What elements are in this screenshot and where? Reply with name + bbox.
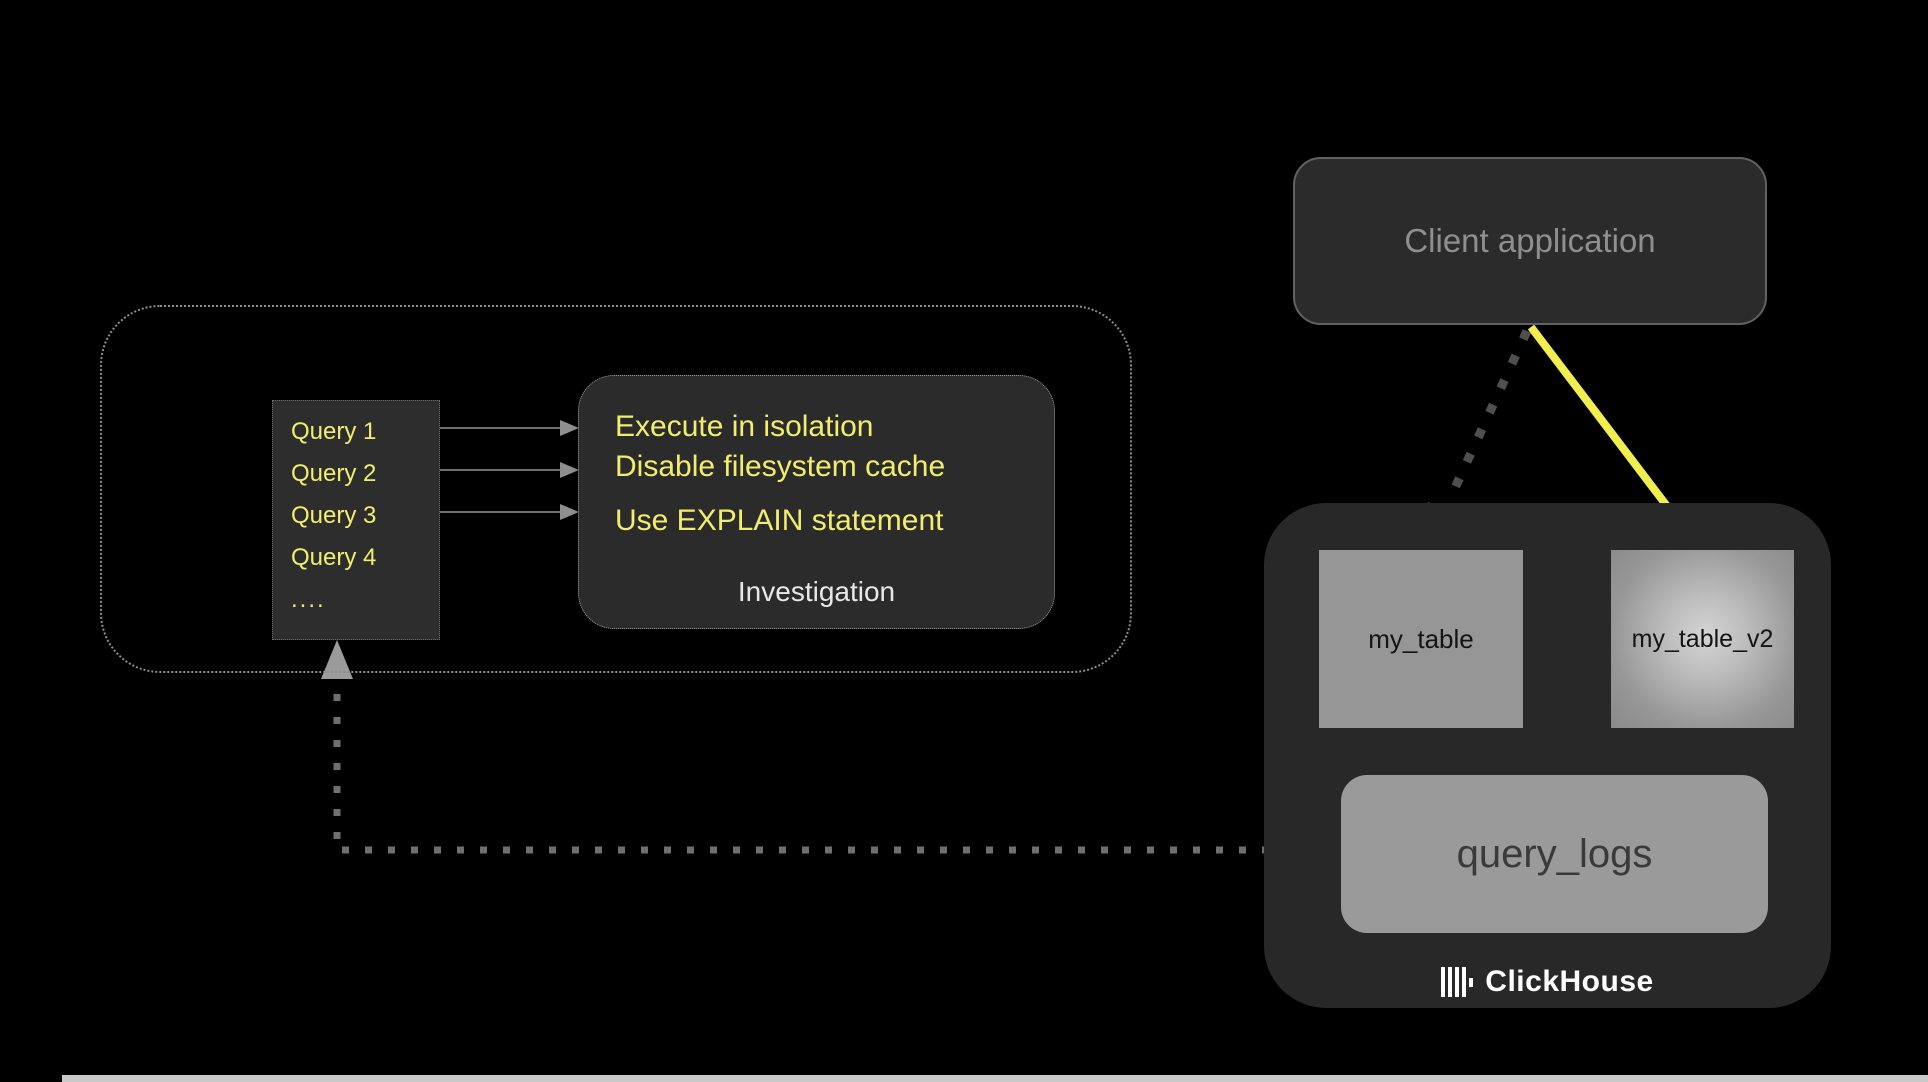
clickhouse-logo-bars-icon [1441, 967, 1476, 997]
table-name-label: my_table [1368, 623, 1474, 654]
investigation-group-outline [100, 305, 1132, 673]
query-list-item: Query 4 [291, 544, 377, 571]
query-list-item: Query 3 [291, 502, 377, 529]
table-my-table: my_table [1319, 550, 1523, 728]
clickhouse-logo: ClickHouse [1264, 962, 1831, 1002]
client-application-box: Client application [1293, 157, 1767, 325]
query-list-item: Query 1 [291, 418, 377, 445]
query-list-item: Query 2 [291, 460, 377, 487]
query-list-item-ellipsis: .... [291, 586, 326, 613]
investigation-box: Execute in isolation Disable filesystem … [578, 375, 1055, 629]
window-bottom-edge [62, 1075, 1928, 1082]
query-logs-label: query_logs [1456, 831, 1653, 876]
query-logs-box: query_logs [1341, 775, 1768, 933]
investigation-label: Investigation [737, 576, 896, 607]
query-list: Query 1 Query 2 Query 3 Query 4 .... [272, 400, 440, 640]
client-application-label: Client application [1404, 222, 1656, 259]
table-my-table-v2: my_table_v2 [1611, 550, 1794, 728]
clickhouse-logo-text: ClickHouse [1485, 965, 1654, 998]
investigation-note: Disable filesystem cache [615, 450, 946, 483]
investigation-note: Execute in isolation [615, 410, 874, 443]
table-name-label: my_table_v2 [1631, 624, 1774, 653]
investigation-note: Use EXPLAIN statement [615, 504, 944, 537]
